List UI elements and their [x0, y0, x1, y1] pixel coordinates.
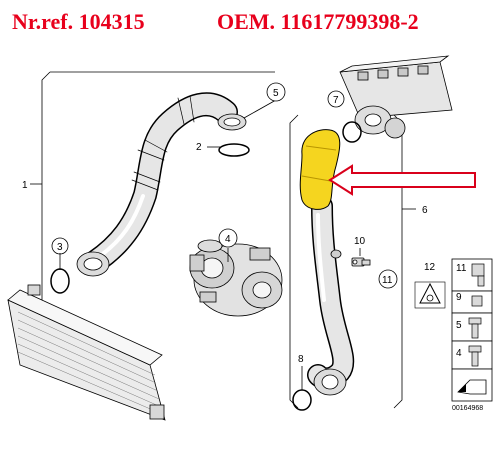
legend-label-9: 9 [456, 292, 462, 303]
charge-pipe-left [83, 92, 238, 274]
header: Nr.ref. 104315 OEM. 11617799398-2 [0, 0, 497, 44]
hose-clamp-top [217, 113, 247, 131]
legend-screw-icon [468, 345, 482, 367]
legend-direction-icon [457, 379, 487, 395]
callout-7-group: 7 [327, 90, 345, 108]
callout-12: 12 [424, 262, 436, 273]
legend-panel: 11 9 5 4 [451, 258, 493, 402]
callout-4-group: 4 [218, 228, 238, 248]
o-ring-7 [342, 121, 362, 143]
hose-clamp-right [313, 368, 347, 396]
pipe-fitting [330, 249, 342, 259]
callout-8: 8 [298, 354, 304, 365]
callout-10: 10 [354, 236, 366, 247]
intercooler [7, 284, 166, 421]
engine-intake [339, 55, 453, 139]
callout-7: 7 [333, 95, 339, 106]
o-ring-8 [292, 389, 312, 411]
warning-label-12 [414, 281, 446, 309]
callout-3-group: 3 [51, 237, 69, 255]
legend-label-11: 11 [456, 263, 467, 274]
oem-number: OEM. 11617799398-2 [217, 9, 419, 34]
turbocharger [189, 239, 283, 317]
callout-2: 2 [196, 142, 202, 153]
indicator-arrow [328, 164, 476, 196]
legend-label-4: 4 [456, 348, 462, 359]
sensor-bolt-10 [351, 257, 371, 267]
diagram-number: 00164968 [452, 405, 483, 412]
leader-lines [59, 99, 361, 390]
callout-11-group: 11 [378, 269, 398, 289]
o-ring-3 [50, 268, 70, 294]
legend-label-5: 5 [456, 320, 462, 331]
callout-4: 4 [225, 234, 231, 245]
callout-1: 1 [22, 180, 28, 191]
charge-pipe-right [307, 195, 355, 390]
hose-clamp-left [76, 251, 110, 277]
callout-6: 6 [422, 205, 428, 216]
highlighted-hose [299, 129, 341, 210]
legend-clip-icon [471, 263, 485, 287]
reference-number: Nr.ref. 104315 [12, 9, 145, 34]
callout-5-group: 5 [266, 82, 286, 102]
callout-5: 5 [273, 88, 279, 99]
callout-11: 11 [382, 275, 393, 286]
legend-bolt-icon [468, 317, 482, 339]
callout-3: 3 [57, 242, 63, 253]
o-ring-2 [218, 143, 250, 157]
legend-nut-icon [471, 295, 483, 307]
